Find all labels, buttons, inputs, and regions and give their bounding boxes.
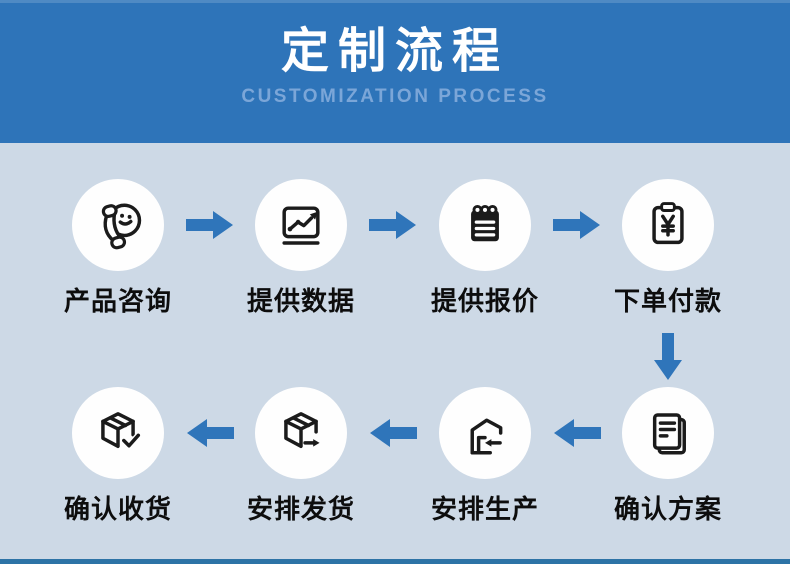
step-label: 安排发货	[246, 494, 355, 524]
step-icon-circle	[255, 387, 347, 479]
phone-consult-icon	[101, 203, 142, 250]
receive-box-check-icon	[101, 412, 142, 449]
flow-arrow-left-icon	[554, 419, 601, 447]
data-chart-icon	[282, 206, 320, 245]
step-icon-circle	[439, 179, 531, 271]
step-label: 产品咨询	[63, 286, 172, 316]
step-label: 提供数据	[246, 286, 355, 316]
step-icon-circle	[622, 179, 714, 271]
flow-arrow-right-icon	[186, 211, 233, 239]
step-label: 确认方案	[613, 494, 722, 524]
step-icon-circle	[255, 179, 347, 271]
flow-arrow-right-icon	[369, 211, 416, 239]
step-icon-circle	[72, 179, 164, 271]
flow-arrow-left-icon	[370, 419, 417, 447]
step-label: 提供报价	[430, 286, 539, 316]
step-icon-circle	[439, 387, 531, 479]
step-label: 确认收货	[63, 494, 172, 524]
header-banner: 定制流程 CUSTOMIZATION PROCESS	[0, 0, 790, 143]
quote-notepad-icon	[471, 204, 499, 242]
step-label: 下单付款	[613, 286, 722, 316]
flow-arrow-right-icon	[553, 211, 600, 239]
flow-arrow-down-icon	[654, 333, 682, 380]
ship-box-icon	[284, 412, 320, 449]
step-icon-circle	[622, 387, 714, 479]
step-label: 安排生产	[430, 494, 539, 524]
page-subtitle: CUSTOMIZATION PROCESS	[241, 85, 549, 107]
step-icon-circle	[72, 387, 164, 479]
confirm-plan-icon	[652, 413, 686, 455]
bottom-accent-strip	[0, 559, 790, 564]
page-title: 定制流程	[280, 25, 509, 78]
order-payment-icon	[652, 202, 684, 245]
flow-arrow-left-icon	[187, 419, 234, 447]
production-warehouse-icon	[470, 418, 503, 455]
